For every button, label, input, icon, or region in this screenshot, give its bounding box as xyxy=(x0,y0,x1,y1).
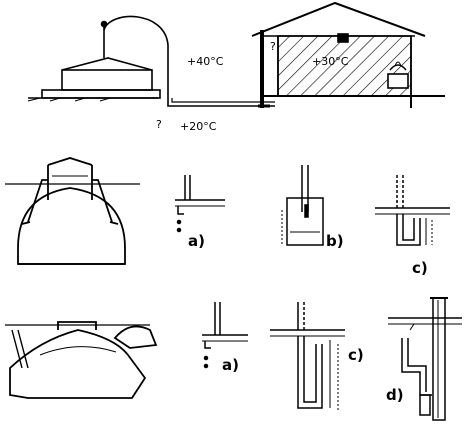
label-row2-c: c) xyxy=(348,346,364,364)
question-building: ? xyxy=(270,40,276,53)
row1-labels: a) b) c) xyxy=(188,232,428,277)
row2-detail-d xyxy=(388,297,462,421)
row1-detail-a xyxy=(175,175,225,233)
gas-pipe xyxy=(103,15,275,107)
top-labels: +40°C +30°C +20°C ? ? xyxy=(156,40,349,133)
label-row1-c: c) xyxy=(412,259,428,277)
row2-detail-a xyxy=(202,302,248,369)
row2-labels: a) c) d) xyxy=(222,346,404,404)
top-scene xyxy=(27,1,445,108)
row1-dome-digester xyxy=(5,157,140,265)
label-row2-a: a) xyxy=(222,356,239,374)
temp-building: +30°C xyxy=(312,55,349,68)
digester-tank xyxy=(41,20,161,99)
temp-ground: +20°C xyxy=(180,120,217,133)
row2-detail-c xyxy=(270,302,345,410)
row1-detail-c xyxy=(375,175,450,246)
building xyxy=(251,1,445,108)
row2-dome-digester xyxy=(5,321,158,399)
row1-detail-b xyxy=(281,165,324,246)
question-ground: ? xyxy=(156,118,162,131)
label-row1-a: a) xyxy=(188,232,205,250)
stove xyxy=(387,61,409,89)
temp-ambient: +40°C xyxy=(187,55,224,68)
label-row2-d: d) xyxy=(386,386,404,404)
label-row1-b: b) xyxy=(326,232,344,250)
